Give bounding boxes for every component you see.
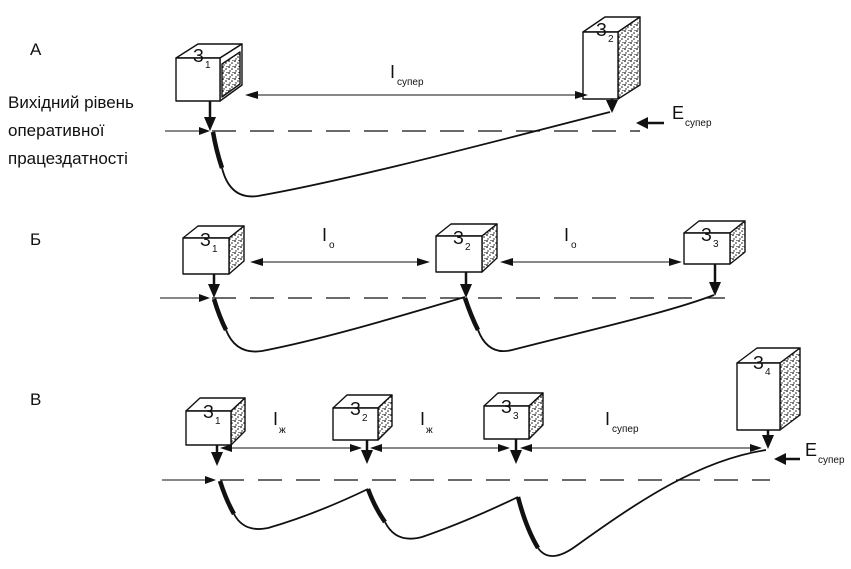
- interval-c2: I ж: [370, 409, 510, 452]
- cube-b3-subscript: 3: [713, 239, 719, 250]
- interval-c1-subscript: ж: [279, 425, 286, 436]
- interval-c2-subscript: ж: [426, 425, 433, 436]
- cube-b3: З 3: [683, 220, 746, 265]
- cube-a2-subscript: 2: [608, 34, 614, 45]
- curve-b1: [225, 296, 466, 353]
- cube-b2: З 2: [435, 223, 498, 273]
- panel-b: З 1 З 2 З 3: [160, 220, 746, 353]
- cube-b2-subscript: 2: [465, 242, 471, 253]
- panel-letter-b: Б: [30, 230, 41, 249]
- cube-b2-symbol: З: [453, 228, 464, 248]
- effect-c-subscript: супер: [818, 455, 845, 466]
- cube-c3-subscript: 3: [513, 411, 519, 422]
- cube-c4: З 4: [736, 347, 801, 431]
- effect-c-symbol: E: [805, 440, 817, 460]
- interval-b1-subscript: o: [329, 240, 335, 251]
- interval-c2-symbol: I: [420, 409, 425, 429]
- cube-a1: З 1: [175, 43, 243, 102]
- cube-c2-symbol: З: [350, 399, 361, 419]
- interval-c1: I ж: [220, 409, 362, 452]
- cube-a1-symbol: З: [193, 46, 204, 66]
- panel-letter-c: В: [30, 390, 41, 409]
- interval-a1-subscript: супер: [397, 77, 424, 88]
- baseline-label-line-1: Вихідний рівень: [8, 93, 134, 112]
- cube-a2: З 2: [582, 16, 641, 100]
- cube-c4-symbol: З: [753, 353, 764, 373]
- effect-c: E супер: [774, 440, 845, 466]
- curve-b2: [477, 294, 715, 352]
- cube-c3-symbol: З: [501, 397, 512, 417]
- cube-c4-subscript: 4: [765, 367, 771, 378]
- panel-a: З 1 З 2 I супер E: [165, 16, 712, 198]
- curve-c1: [233, 488, 369, 530]
- cube-b1-symbol: З: [200, 230, 211, 250]
- curve-c2: [384, 496, 519, 540]
- interval-c3: I супер: [520, 409, 762, 452]
- cube-a2-symbol: З: [596, 20, 607, 40]
- cube-c2-subscript: 2: [362, 413, 368, 424]
- interval-b1: I o: [250, 225, 430, 266]
- cube-c3: З 3: [483, 392, 544, 440]
- interval-c3-subscript: супер: [612, 424, 639, 435]
- effect-a-subscript: супер: [685, 118, 712, 129]
- interval-b2: I o: [500, 225, 682, 266]
- interval-b2-symbol: I: [564, 225, 569, 245]
- effect-a-symbol: E: [672, 103, 684, 123]
- baseline-label-line-3: працездатності: [8, 149, 128, 168]
- interval-b2-subscript: o: [571, 240, 577, 251]
- cube-c2: З 2: [332, 394, 393, 441]
- interval-a1: I супер: [245, 62, 588, 99]
- curve-c3: [537, 449, 767, 557]
- cube-c1: З 1: [185, 397, 246, 446]
- cube-c1-subscript: 1: [215, 416, 221, 427]
- effect-a: E супер: [636, 103, 712, 129]
- interval-b1-symbol: I: [322, 225, 327, 245]
- interval-a1-symbol: I: [390, 62, 395, 82]
- cube-c1-symbol: З: [203, 402, 214, 422]
- cube-b1: З 1: [182, 225, 245, 275]
- panel-letter-a: А: [30, 40, 42, 59]
- cube-a1-subscript: 1: [205, 60, 211, 71]
- cube-b3-symbol: З: [701, 225, 712, 245]
- panel-c: З 1 З 2 З 3 З 4: [162, 347, 845, 557]
- interval-c1-symbol: I: [273, 409, 278, 429]
- baseline-label-line-2: оперативної: [8, 121, 105, 140]
- interval-c3-symbol: I: [605, 409, 610, 429]
- curve-a: [221, 111, 611, 198]
- baseline-label: Вихідний рівень оперативної працездатнос…: [8, 93, 134, 168]
- cube-b1-subscript: 1: [212, 244, 218, 255]
